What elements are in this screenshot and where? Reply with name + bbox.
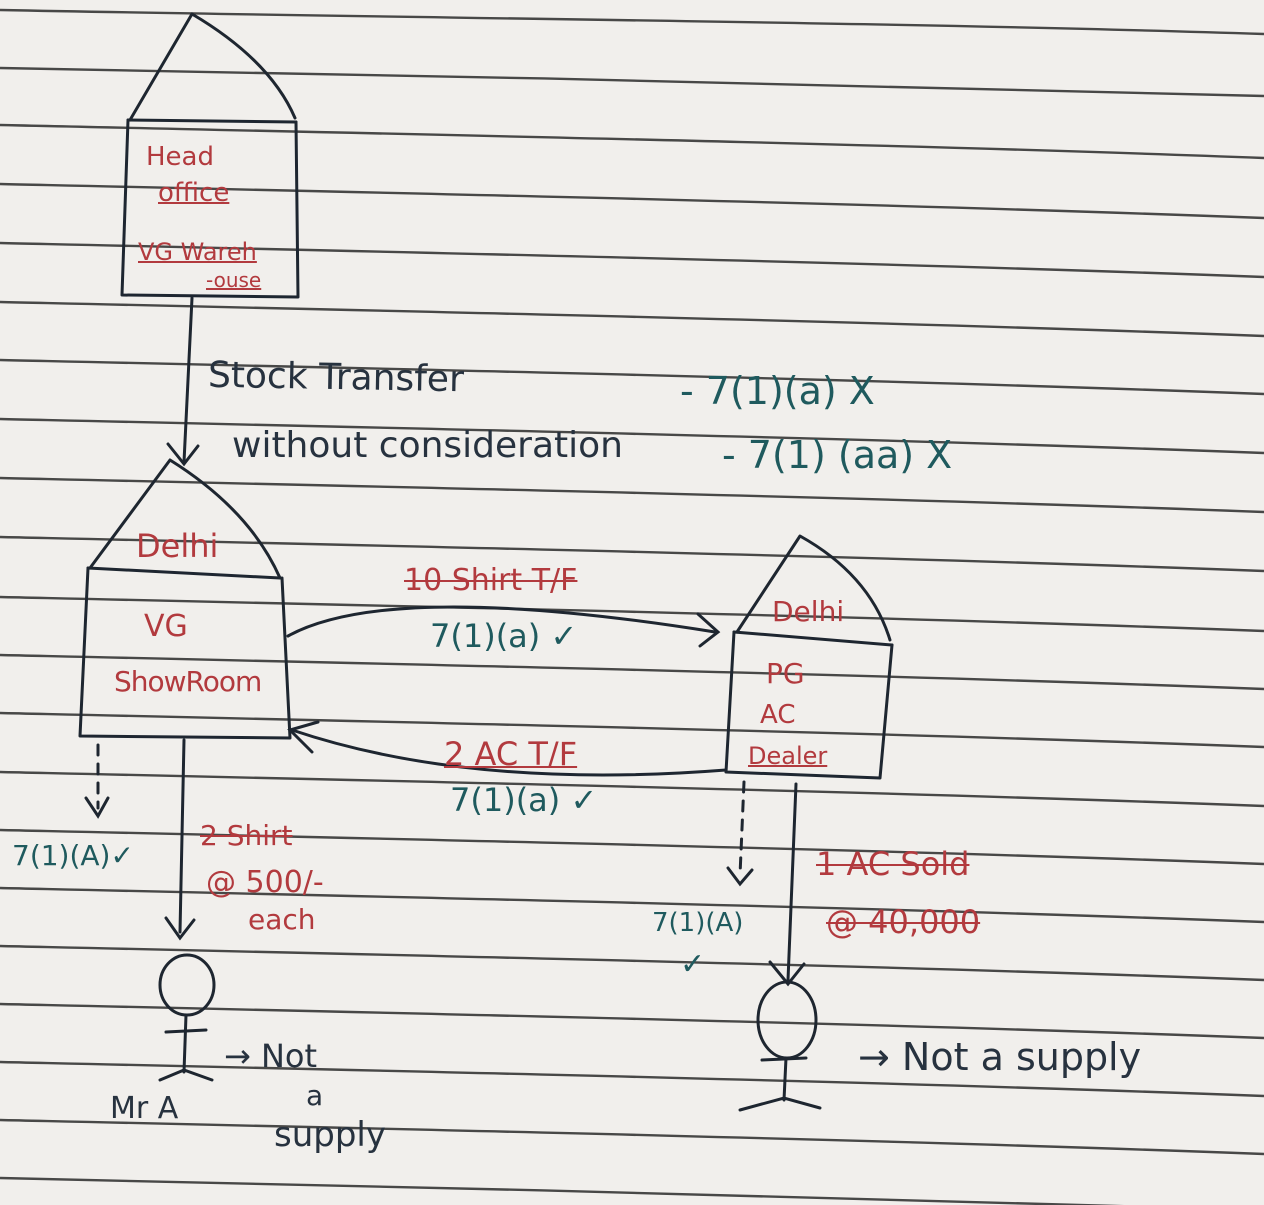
ac-transfer-section: 7(1)(a) ✓ <box>450 781 598 819</box>
left-sale-price: @ 500/- <box>206 865 324 900</box>
warehouse-label-2: -ouse <box>206 268 262 292</box>
shirt-transfer-section: 7(1)(a) ✓ <box>430 617 578 655</box>
right-result-label: → Not a supply <box>858 1035 1142 1079</box>
right-sale-arrow <box>768 782 806 987</box>
mr-a-label: Mr A <box>110 1091 179 1126</box>
left-result-label: → Not <box>224 1037 318 1075</box>
dealer-roof-label: Delhi <box>772 595 845 628</box>
head-office-building <box>120 12 300 299</box>
stock-transfer-section: - 7(1)(a) X <box>680 369 875 413</box>
showroom-label-vg: VG <box>144 609 188 644</box>
delhi-showroom-building <box>78 458 292 740</box>
ac-buyer-figure <box>738 980 822 1112</box>
without-consideration-section: - 7(1) (aa) X <box>722 433 953 477</box>
delhi-dealer-building <box>724 534 894 780</box>
left-sale-each: each <box>248 903 316 936</box>
left-result-supply: supply <box>274 1115 386 1155</box>
warehouse-label: VG Wareh <box>138 238 257 266</box>
right-dotted-arrow <box>726 780 754 887</box>
head-office-label-2: office <box>158 178 230 208</box>
ruled-lines <box>0 8 1264 1205</box>
shirt-transfer-arrow <box>286 605 721 648</box>
ac-transfer-label: 2 AC T/F <box>444 735 578 773</box>
left-dotted-arrow <box>84 743 110 819</box>
shirt-transfer-label: 10 Shirt T/F <box>404 563 578 598</box>
without-consideration-text: without consideration <box>232 425 623 466</box>
left-sale-section: 7(1)(A)✓ <box>12 839 134 872</box>
showroom-roof-label: Delhi <box>136 527 219 565</box>
dealer-label-ac: AC <box>760 700 796 730</box>
right-sale-section: 7(1)(A) <box>652 908 744 938</box>
left-sale-arrow <box>164 738 196 941</box>
stock-transfer-text: Stock Transfer <box>207 354 465 401</box>
left-sale-qty: 2 Shirt <box>200 819 293 852</box>
right-sale-tick: ✓ <box>680 947 706 982</box>
right-sale-qty: 1 AC Sold <box>816 845 970 883</box>
ac-transfer-arrow <box>287 720 728 777</box>
dealer-label-pg: PG <box>766 657 805 690</box>
mr-a-figure <box>158 953 216 1082</box>
head-office-label: Head <box>146 142 214 172</box>
stock-transfer-arrow <box>166 296 200 467</box>
left-result-a: a <box>306 1079 324 1112</box>
dealer-label: Dealer <box>748 742 828 770</box>
right-sale-price: @ 40,000 <box>826 903 981 941</box>
showroom-label: ShowRoom <box>114 665 262 698</box>
